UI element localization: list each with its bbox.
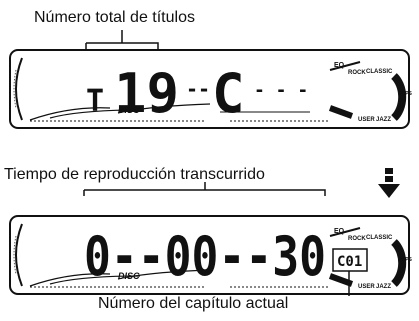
chapter-box xyxy=(332,248,368,272)
eq-jazz-label: JAZZ xyxy=(376,117,391,123)
eq-user-label: USER xyxy=(358,284,375,290)
swoosh-line xyxy=(117,103,211,114)
eq-wedge xyxy=(328,105,354,119)
eq-classic-label: CLASSIC xyxy=(366,235,393,241)
left-knob-arc xyxy=(15,57,23,121)
bracket-total-titles xyxy=(85,42,159,49)
eq-classic-label: CLASSIC xyxy=(366,69,393,75)
swoosh-line xyxy=(117,269,211,280)
eq-arrow xyxy=(329,61,361,71)
disc-label: DISC xyxy=(118,105,140,115)
swoosh-line xyxy=(49,109,141,119)
eq-indicator: EQ ROCK CLASSIC POPS USER JAZZ xyxy=(328,61,413,123)
caption-current-chapter: Número del capítulo actual xyxy=(98,295,289,312)
eq-pops-label: POPS xyxy=(398,91,413,97)
eq-label: EQ xyxy=(334,228,345,235)
current-chapter-value: C01 xyxy=(337,254,362,270)
eq-arc xyxy=(391,239,407,287)
left-knob-ticks xyxy=(13,235,17,275)
display-panel-bottom: 0--00--30 DISC C01 EQ ROCK CLASSIC POPS … xyxy=(9,182,413,296)
disc-label: DISC xyxy=(118,271,140,281)
eq-rock-label: ROCK xyxy=(348,70,366,76)
eq-user-label: USER xyxy=(358,117,375,123)
eq-indicator: EQ ROCK CLASSIC POPS USER JAZZ xyxy=(328,227,413,290)
swoosh-line xyxy=(49,275,141,285)
swoosh-line xyxy=(29,273,111,287)
chapter-dashes: - - - xyxy=(254,80,308,101)
eq-wedge xyxy=(328,273,354,287)
down-arrow-icon xyxy=(378,168,400,198)
bracket-elapsed-time xyxy=(83,189,326,196)
caption-elapsed-time: Tiempo de reproducción transcurrido xyxy=(4,166,265,183)
eq-rock-label: ROCK xyxy=(348,236,366,242)
left-knob-ticks xyxy=(13,69,17,109)
eq-arc xyxy=(391,73,407,121)
chapter-indicator: C xyxy=(212,62,245,125)
separator-dashes: -- xyxy=(186,77,210,101)
caption-total-titles: Número total de títulos xyxy=(34,9,195,26)
eq-arrow xyxy=(329,227,361,237)
eq-label: EQ xyxy=(334,62,345,69)
eq-pops-label: POPS xyxy=(398,257,413,263)
title-indicator: T xyxy=(86,84,104,119)
swoosh-line xyxy=(29,107,111,121)
left-knob-arc xyxy=(15,223,23,287)
eq-jazz-label: JAZZ xyxy=(376,284,391,290)
total-titles-value: 19 xyxy=(114,62,179,125)
display-panel-top: T 19 -- C - - - DISC EQ ROCK CLASSIC POP… xyxy=(9,30,413,129)
